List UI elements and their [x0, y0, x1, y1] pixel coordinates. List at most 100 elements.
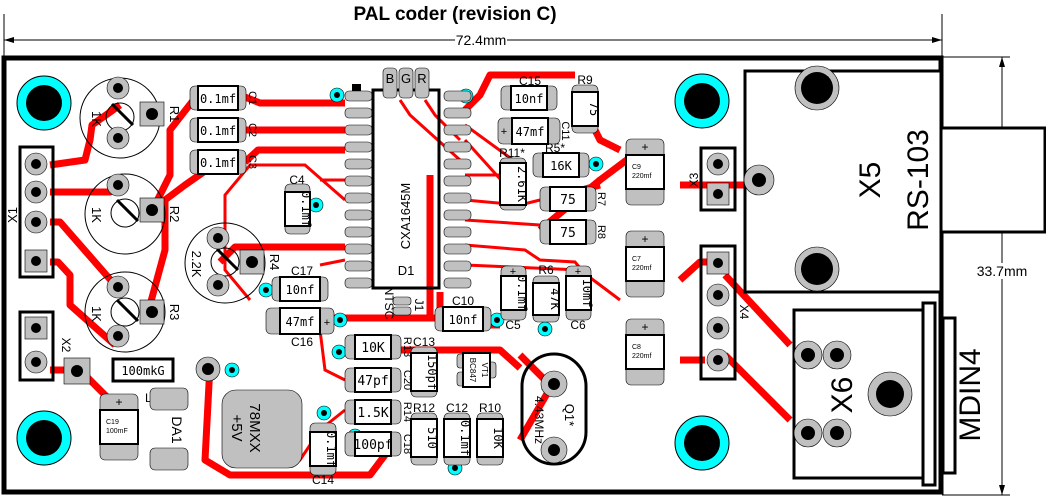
svg-text:R11*: R11* [499, 146, 525, 160]
svg-text:+: + [324, 317, 330, 329]
svg-text:C15: C15 [519, 74, 541, 88]
crystal-q1: 4.43MHz Q1* [520, 352, 588, 466]
cap-c1: 0.1mf C1 [189, 85, 258, 111]
svg-text:100pf: 100pf [353, 438, 392, 453]
svg-text:X5: X5 [854, 162, 887, 199]
via-icon [258, 282, 274, 298]
cap-c11: + 47mf C11 [497, 117, 571, 145]
svg-text:0.1mf: 0.1mf [324, 431, 338, 467]
ic-d1: B G R CXA1645M D1 [344, 67, 472, 290]
res-r8: 75 R8 [539, 219, 607, 245]
svg-text:RS-103: RS-103 [902, 129, 935, 231]
svg-text:X3: X3 [687, 172, 701, 187]
x1-ref: X1 [5, 207, 20, 223]
connector-x1: X1 [5, 145, 55, 279]
svg-text:1K: 1K [89, 111, 104, 127]
cap-c15: C15 10nf [500, 74, 558, 111]
cap-c20: 47pf C20 [344, 367, 413, 393]
svg-text:+: + [575, 266, 581, 278]
cap-c12: C12 0.1mf [443, 401, 472, 466]
res-r14: 1.5K R14 [344, 399, 413, 425]
svg-text:R7: R7 [595, 192, 607, 206]
svg-text:BC847: BC847 [468, 358, 477, 383]
cap-c7: + C7 220mf [625, 230, 665, 298]
width-dimension: 72.4mm [3, 14, 943, 58]
svg-text:100mkG: 100mkG [121, 364, 164, 378]
res-r6: R6 47K [532, 263, 562, 323]
svg-text:47mf: 47mf [516, 125, 545, 139]
svg-text:J1: J1 [412, 299, 426, 312]
svg-text:C10: C10 [452, 294, 474, 308]
ic-ref: D1 [398, 263, 415, 278]
svg-text:2.2K: 2.2K [189, 251, 204, 278]
svg-text:R8: R8 [595, 225, 607, 239]
svg-text:C12: C12 [446, 401, 468, 415]
svg-text:1.5K: 1.5K [357, 406, 388, 421]
svg-text:47K: 47K [548, 288, 562, 310]
jumper-j1: NTSC J1 [382, 287, 426, 320]
svg-text:10K: 10K [491, 427, 505, 449]
connector-x5: X5 RS-103 [743, 65, 1046, 294]
svg-text:1K: 1K [89, 207, 104, 223]
cap-c14: 0.1mf C14 [309, 422, 338, 487]
svg-text:10nf: 10nf [449, 313, 478, 327]
svg-text:10nf: 10nf [515, 92, 544, 106]
svg-text:75: 75 [560, 193, 576, 208]
cap-c17: C17 10nf [271, 264, 329, 302]
svg-text:NTSC: NTSC [382, 287, 396, 320]
svg-text:10nf: 10nf [286, 283, 315, 297]
svg-text:78MXX: 78MXX [246, 403, 263, 452]
svg-text:100mF: 100mF [106, 428, 128, 435]
cap-c4: C4 0.1mf [284, 173, 313, 235]
svg-text:0.1mf: 0.1mf [200, 124, 236, 138]
res-r10: R10 10K [476, 401, 505, 466]
svg-text:+: + [510, 266, 516, 278]
mount-hole-icon [16, 75, 72, 131]
cap-c6: + 10mf C6 [565, 265, 594, 332]
svg-text:C6: C6 [570, 318, 586, 332]
cap-c10: C10 10nf [434, 294, 492, 332]
res-r13: 10K R13 [344, 334, 413, 360]
svg-text:R2: R2 [167, 206, 182, 223]
svg-text:150pf: 150pf [425, 354, 439, 390]
cap-c5: + 0.1mf C5 [500, 265, 529, 332]
svg-text:C3: C3 [246, 155, 258, 169]
cap-c18: 100pf C18 [344, 431, 413, 457]
svg-text:VT1: VT1 [480, 363, 489, 378]
svg-text:R6: R6 [538, 263, 554, 277]
svg-text:X6: X6 [826, 377, 859, 414]
svg-text:R5*: R5* [545, 141, 565, 155]
transistor-vt1: BC847 VT1 [456, 352, 497, 388]
res-r9: R9 75 [571, 73, 601, 134]
svg-text:C17: C17 [291, 264, 313, 278]
mount-hole-icon [16, 410, 72, 466]
ic-pins-left [344, 90, 373, 289]
via-icon [331, 344, 347, 360]
svg-text:C13: C13 [413, 335, 435, 349]
connector-x3: X3 [687, 146, 737, 212]
svg-text:47pf: 47pf [357, 374, 388, 389]
via-icon [588, 156, 604, 172]
svg-text:0.1mf: 0.1mf [515, 275, 529, 311]
pin-r-label: R [417, 71, 426, 86]
trimmer-r4: 2.2K R4 [184, 222, 282, 304]
svg-text:+: + [641, 320, 648, 334]
svg-text:0.1mf: 0.1mf [200, 92, 236, 106]
connector-x4: X4 [699, 244, 751, 381]
svg-text:0.1mf: 0.1mf [458, 420, 472, 456]
svg-text:R12: R12 [413, 401, 435, 415]
trimmer-r2: 1K R2 [84, 173, 182, 255]
via-icon [332, 312, 348, 328]
svg-text:X4: X4 [737, 305, 751, 320]
cap-c13: C13 150pf [410, 335, 439, 398]
svg-text:R10: R10 [479, 401, 501, 415]
pin-g-label: G [401, 71, 411, 86]
mount-hole-icon [674, 73, 730, 129]
svg-text:C19: C19 [106, 419, 119, 426]
cap-c19: + C19 100mF [99, 393, 139, 461]
svg-text:+: + [501, 126, 507, 138]
svg-text:R4: R4 [267, 254, 282, 271]
connector-x2: X2 [18, 310, 91, 385]
via-icon [224, 362, 240, 378]
res-r11: R11* 2.61K [499, 146, 529, 211]
